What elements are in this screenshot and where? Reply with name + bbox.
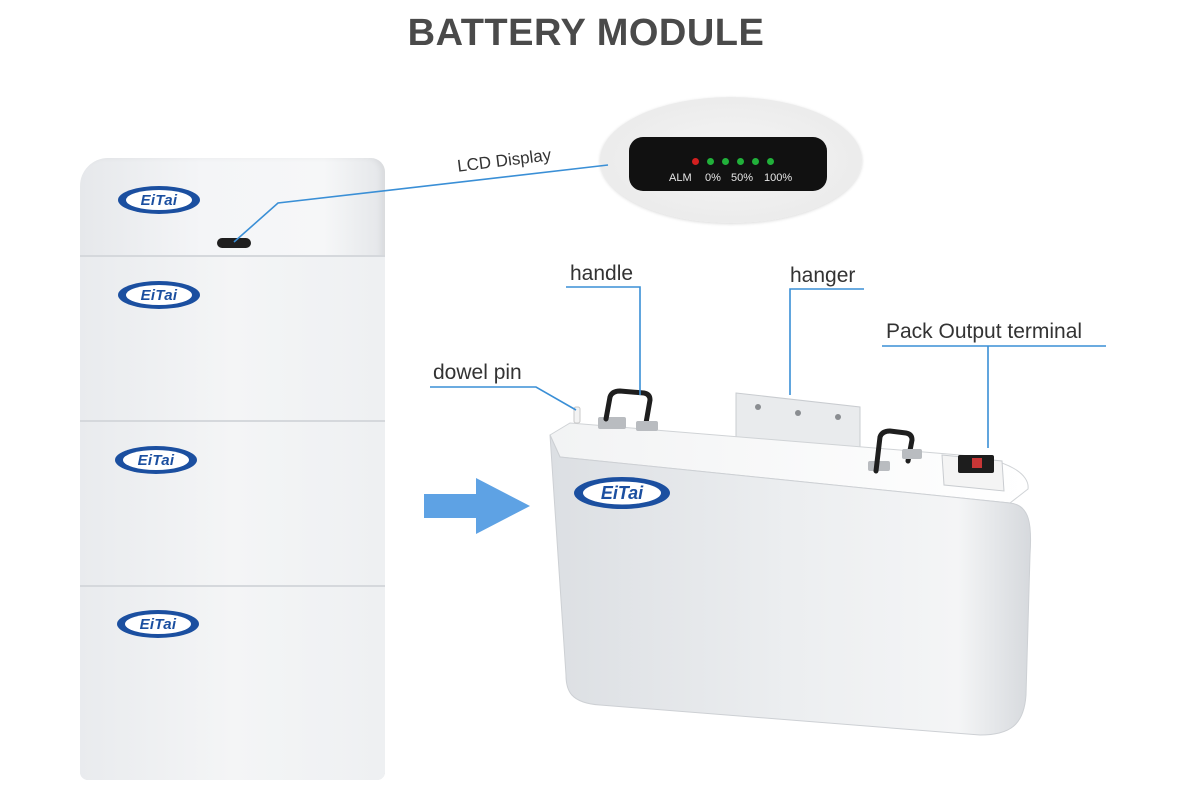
cabinet-module-1 [80, 255, 385, 420]
lcd-zoom-bubble: ALM 0% 50% 100% [600, 97, 862, 223]
lcd-label-50: 50% [731, 172, 754, 184]
lcd-label-100: 100% [764, 172, 793, 184]
handle-label: handle [570, 262, 634, 285]
module-logo-text: EiTai [601, 483, 644, 503]
pack-output-terminal-label: Pack Output terminal [886, 320, 1083, 343]
brand-logo: EiTai [117, 610, 199, 638]
brand-logo: EiTai [118, 186, 200, 214]
led-indicator [752, 158, 759, 165]
page-title: BATTERY MODULE [407, 12, 765, 54]
dowel-pin-callout-line [430, 386, 577, 411]
lcd-slot [217, 238, 251, 248]
led-alarm-indicator [692, 158, 699, 165]
handle-callout-line [566, 286, 641, 395]
lcd-label-0: 0% [705, 172, 721, 184]
hanger-callout-line [789, 288, 864, 395]
lcd-callout-line [233, 164, 609, 243]
led-indicator [722, 158, 729, 165]
lcd-label-alm: ALM [669, 172, 692, 184]
brand-logo: EiTai [118, 281, 200, 309]
handle-bar [598, 388, 658, 431]
terminal-callout-line [882, 345, 1106, 448]
brand-logo: EiTai [574, 477, 670, 509]
brand-logo: EiTai [115, 446, 197, 474]
battery-module-image: EiTai [549, 388, 1032, 736]
battery-cabinet: EiTai EiTai EiTai EiTai [80, 158, 385, 780]
output-terminal-box [941, 454, 1005, 492]
hanger-label: hanger [790, 264, 856, 287]
led-indicator [707, 158, 714, 165]
cabinet-control-box [80, 158, 385, 255]
handle-bar [868, 428, 922, 474]
cabinet-module-2 [80, 420, 385, 585]
led-indicator [737, 158, 744, 165]
dowel-pin-label: dowel pin [433, 361, 522, 384]
arrow-right-icon [424, 478, 530, 534]
lcd-screen: ALM 0% 50% 100% [629, 137, 827, 191]
led-indicator [767, 158, 774, 165]
